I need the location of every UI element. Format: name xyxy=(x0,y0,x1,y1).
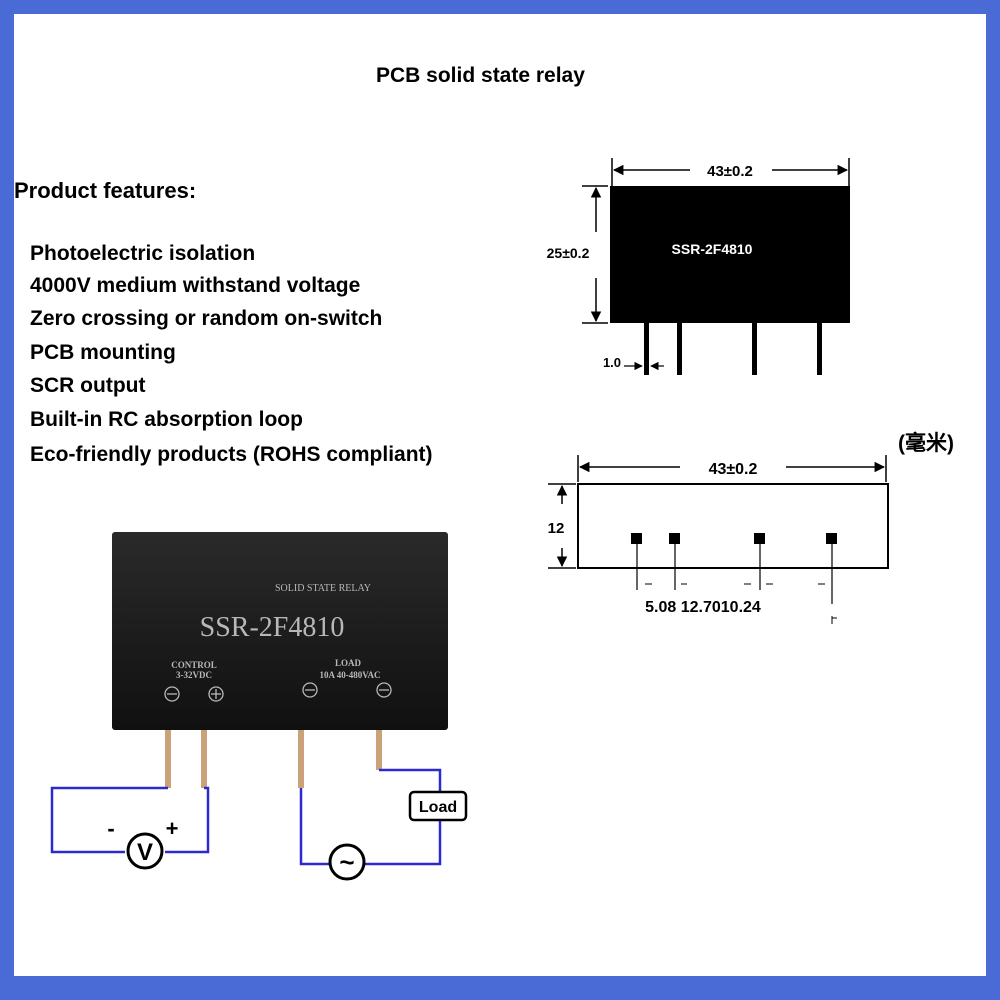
unit-label: (毫米) xyxy=(898,432,954,455)
front-view-drawing: 43±0.2 SSR-2F4810 25±0.2 1.0 xyxy=(547,158,850,375)
load-rating: 10A 40-480VAC xyxy=(319,670,380,680)
relay-body xyxy=(112,532,448,730)
minus-label: - xyxy=(107,816,114,841)
bottom-width-dimension: 43±0.2 xyxy=(709,461,758,478)
control-wire-negative xyxy=(50,786,168,854)
feature-item: Eco-friendly products (ROHS compliant) xyxy=(30,443,433,466)
relay-body-bottom xyxy=(577,483,889,569)
load-box-label: Load xyxy=(419,799,457,816)
feature-item: PCB mounting xyxy=(30,341,176,364)
feature-item: Built-in RC absorption loop xyxy=(30,408,303,431)
relay-photo: SOLID STATE RELAY SSR-2F4810 CONTROL 3-3… xyxy=(112,532,448,788)
voltmeter-icon: V xyxy=(126,832,164,870)
voltmeter-circle xyxy=(126,832,164,870)
pin-footprint xyxy=(631,533,642,544)
load-wire-left xyxy=(299,788,330,866)
voltmeter-symbol: V xyxy=(137,839,153,866)
load-terminal-icon xyxy=(376,682,392,698)
load-wire-bottom xyxy=(364,820,442,866)
load-label: LOAD xyxy=(335,658,362,668)
wiring-diagram xyxy=(50,768,442,866)
front-model-label: SSR-2F4810 xyxy=(672,241,753,257)
load-box: Load xyxy=(408,790,468,822)
plus-terminal-icon xyxy=(208,686,224,702)
relay-body-front xyxy=(610,186,850,323)
feature-item: Photoelectric isolation xyxy=(30,242,256,265)
minus-terminal-icon xyxy=(164,686,180,702)
relay-pin xyxy=(644,323,649,375)
bottom-height-dimension: 12 xyxy=(548,520,565,537)
features-heading: Product features: xyxy=(14,178,197,203)
plus-label: + xyxy=(166,816,179,841)
page-title: PCB solid state relay xyxy=(376,64,585,87)
feature-item: Zero crossing or random on-switch xyxy=(30,307,383,330)
pin-width-dimension: 1.0 xyxy=(603,355,621,370)
control-wire-positive xyxy=(165,786,210,854)
load-box-rect xyxy=(408,790,468,822)
relay-pin xyxy=(752,323,757,375)
load-terminal-icon xyxy=(302,682,318,698)
pin-footprint xyxy=(754,533,765,544)
relay-pin xyxy=(677,323,682,375)
relay-pin xyxy=(376,730,382,770)
feature-item: 4000V medium withstand voltage xyxy=(30,274,361,297)
ac-source-icon: ~ xyxy=(328,843,366,881)
pin-footprint xyxy=(826,533,837,544)
bottom-view-drawing: 43±0.2 12 5.08 12.7010.24 xyxy=(548,455,889,624)
relay-pin xyxy=(201,730,207,788)
relay-model-text: SSR-2F4810 xyxy=(200,612,345,643)
relay-header-text: SOLID STATE RELAY xyxy=(275,583,371,594)
ac-source-symbol: ~ xyxy=(339,847,354,877)
front-height-dimension: 25±0.2 xyxy=(547,245,590,261)
control-label: CONTROL xyxy=(171,660,217,670)
relay-pin xyxy=(298,730,304,788)
pin-footprint xyxy=(669,533,680,544)
front-width-dimension: 43±0.2 xyxy=(707,163,753,180)
relay-pin xyxy=(165,730,171,788)
feature-item: SCR output xyxy=(30,374,146,397)
pin-spacing-dimensions: 5.08 12.7010.24 xyxy=(645,599,761,616)
load-wire-top xyxy=(379,768,442,792)
control-range: 3-32VDC xyxy=(176,670,212,680)
ac-source-circle xyxy=(328,843,366,881)
relay-pin xyxy=(817,323,822,375)
